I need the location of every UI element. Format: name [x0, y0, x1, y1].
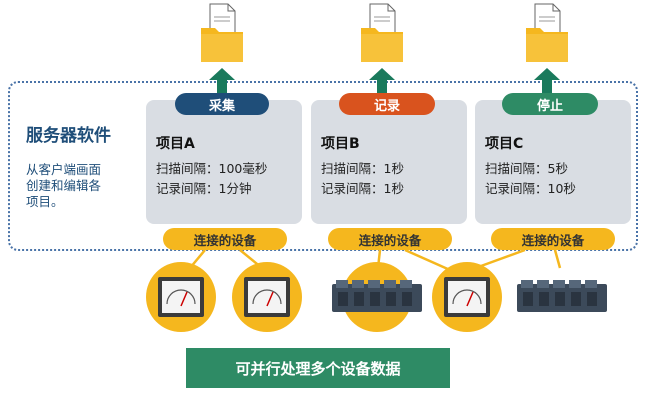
panel-meter-icon	[244, 277, 290, 317]
scan-interval: 扫描间隔：100毫秒	[156, 161, 268, 176]
scan-interval: 扫描间隔：5秒	[485, 161, 568, 176]
folder-icon	[526, 28, 568, 62]
connected-devices-label: 连接的设备	[328, 228, 452, 250]
project-title: 项目C	[485, 136, 524, 152]
status-pill-record: 记录	[339, 93, 435, 115]
upload-arrow-icon	[534, 68, 560, 94]
io-module-icon	[332, 280, 422, 312]
server-software-frame	[8, 81, 638, 251]
upload-arrow-icon	[209, 68, 235, 94]
panel-meter-icon	[444, 277, 490, 317]
status-pill-stop: 停止	[502, 93, 598, 115]
panel-meter-icon	[158, 277, 204, 317]
record-interval: 记录间隔：1秒	[321, 181, 404, 196]
connected-devices-label: 连接的设备	[491, 228, 615, 250]
project-title: 项目B	[321, 136, 360, 152]
scan-interval: 扫描间隔：1秒	[321, 161, 404, 176]
folder-arrow-b	[361, 3, 403, 94]
server-software-description: 从客户端画面 创建和编辑各 项目。	[26, 162, 136, 210]
folder-arrow-c	[526, 3, 568, 94]
upload-arrow-icon	[369, 68, 395, 94]
document-icon	[209, 3, 236, 38]
parallel-processing-banner: 可并行处理多个设备数据	[186, 348, 450, 388]
connected-devices-label: 连接的设备	[163, 228, 287, 250]
folder-arrow-a	[201, 3, 243, 94]
folder-icon	[361, 28, 403, 62]
project-title: 项目A	[156, 136, 195, 152]
server-desc-line: 项目。	[26, 194, 64, 209]
project-card-b: 项目B 扫描间隔：1秒 记录间隔：1秒	[311, 100, 467, 224]
record-interval: 记录间隔：10秒	[485, 181, 576, 196]
server-desc-line: 创建和编辑各	[26, 178, 102, 193]
server-desc-line: 从客户端画面	[26, 162, 102, 177]
status-pill-collect: 采集	[175, 93, 269, 115]
io-module-icon	[517, 280, 607, 312]
project-card-c: 项目C 扫描间隔：5秒 记录间隔：10秒	[475, 100, 631, 224]
record-interval: 记录间隔：1分钟	[156, 181, 252, 196]
server-software-title: 服务器软件	[26, 126, 111, 146]
project-card-a: 项目A 扫描间隔：100毫秒 记录间隔：1分钟	[146, 100, 302, 224]
folder-icon	[201, 28, 243, 62]
